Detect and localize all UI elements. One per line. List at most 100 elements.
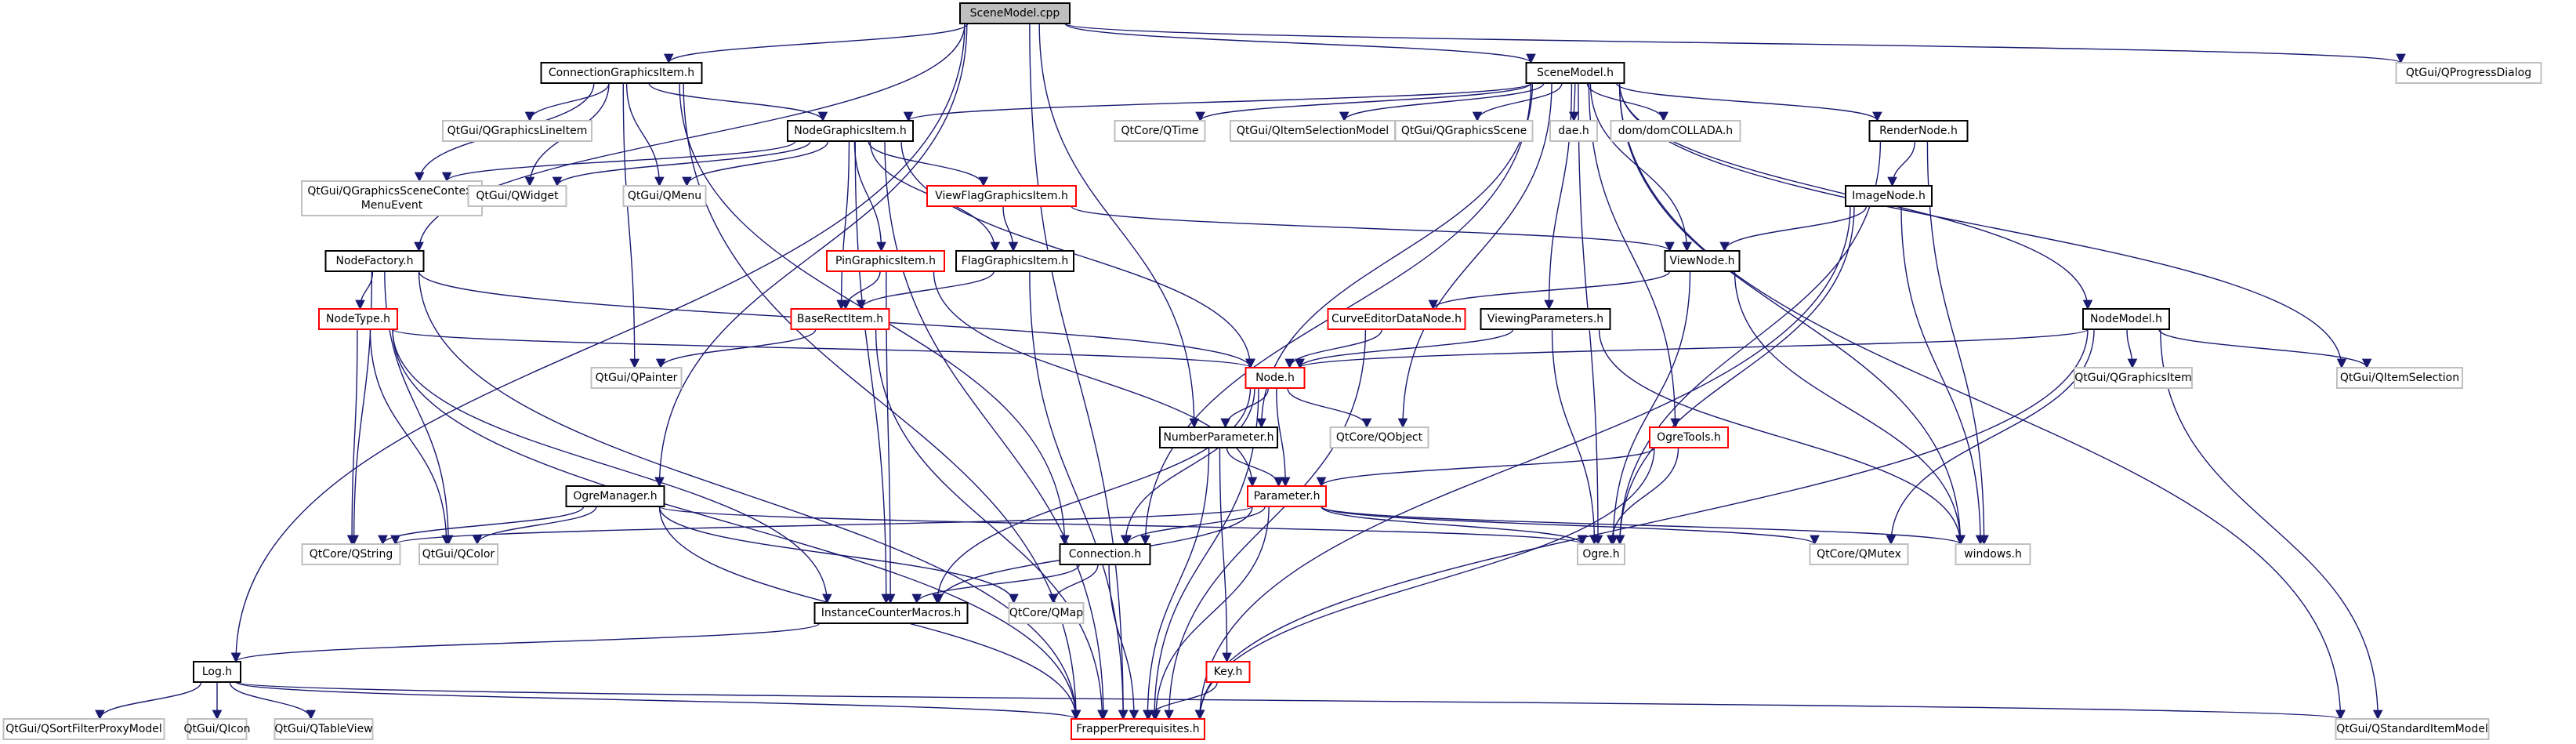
node-baserectitem-h[interactable]: BaseRectItem.h [790,308,890,330]
dependency-edge [552,140,811,187]
edge-arrow [884,140,1109,720]
node-box [1868,120,1969,142]
node-label: QtGui/QStandardItemModel [2336,723,2487,735]
dependency-edge [682,140,829,187]
node-qitemselectionmodel: QtGui/QItemSelectionModel [1230,120,1396,142]
dependency-edge [1719,205,1868,252]
edge-arrow [442,140,796,183]
node-curveeditordatanode-h[interactable]: CurveEditorDataNode.h [1327,308,1466,330]
node-label: ImageNode.h [1852,190,1926,202]
node-qgraphicslineitem: QtGui/QGraphicsLineItem [442,120,592,142]
node-label: Ogre.h [1582,548,1619,561]
node-qtableview: QtGui/QTableView [274,718,374,740]
dependency-edge [1598,328,1966,546]
node-box [1394,120,1534,142]
dependency-edge [1544,82,1573,310]
node-label: QtGui/QTableView [274,723,372,735]
node-box [2082,308,2170,330]
edge-arrow [1150,506,1270,720]
node-box [590,367,683,389]
edge-arrow [1048,564,1099,604]
node-ogretools-h[interactable]: OgreTools.h [1649,426,1729,448]
node-frapperprerequisites-h[interactable]: FrapperPrerequisites.h [1071,718,1205,740]
node-label: ConnectionGraphicsItem.h [549,67,694,79]
edge-arrow [1276,387,1291,488]
node-label: CurveEditorDataNode.h [1331,313,1462,325]
edge-arrow [1339,82,1545,122]
edge-arrow [1121,506,1266,546]
edge-arrow [1614,205,1855,546]
dependency-edge [1071,205,1675,252]
dependency-edge [1900,205,1986,546]
dependency-edge [355,270,374,310]
dependency-edge [1615,82,1882,122]
node-box [1008,602,1085,624]
node-box [2335,718,2490,740]
dependency-edge [1618,82,1966,546]
node-log-h: Log.h [193,661,241,683]
node-box [442,120,592,142]
edge-arrow [1719,205,1868,252]
node-label: QtGui/QGraphicsLineItem [447,125,588,137]
node-parameter-h[interactable]: Parameter.h [1247,485,1327,507]
node-label: SceneModel.cpp [970,7,1060,20]
node-qstring: QtCore/QString [301,543,401,565]
node-dae-h: dae.h [1549,120,1598,142]
dependency-edge [868,140,989,187]
dependency-edge [1295,328,1514,369]
edge-arrow [1887,140,1916,187]
node-pingraphicsitem-h[interactable]: PinGraphicsItem.h [826,250,945,272]
node-flaggraphicsitem-h: FlagGraphicsItem.h [955,250,1074,272]
edge-arrow [840,270,881,310]
node-key-h[interactable]: Key.h [1205,661,1251,683]
dependency-edge [1121,506,1266,546]
node-box [418,543,498,565]
edge-arrow [1397,82,1552,429]
dependency-edge [1428,270,1671,310]
edge-arrow [1614,140,1882,546]
dependency-edge [392,328,1255,369]
node-qstandarditemmodel: QtGui/QStandardItemModel [2335,718,2490,740]
node-qobject: QtCore/QObject [1329,426,1429,448]
edge-arrow [392,328,1081,720]
edge-arrow [1195,82,1532,122]
node-ogre-h: Ogre.h [1577,543,1625,565]
dependency-edge [1321,506,1966,546]
dependency-edge [1607,447,1679,546]
dependency-edge [854,140,892,604]
node-box [1525,62,1625,84]
node-box [187,718,248,740]
edge-arrow [1038,23,1200,429]
node-label: ViewNode.h [1669,255,1734,267]
node-box [1955,543,2031,565]
edge-arrow [868,140,989,187]
node-box [955,250,1074,272]
node-nodegraphicsitem-h: NodeGraphicsItem.h [787,120,914,142]
edge-arrow [1321,506,1820,546]
node-label: Parameter.h [1254,490,1321,503]
dependency-edge [1002,205,1019,252]
edge-arrow [836,140,850,310]
node-qsortfilterproxymodel: QtGui/QSortFilterProxyModel [2,718,165,740]
node-node-h[interactable]: Node.h [1245,367,1306,389]
node-nodemodel-h: NodeModel.h [2082,308,2170,330]
node-nodetype-h[interactable]: NodeType.h [318,308,398,330]
node-box [467,185,567,207]
node-box [1071,718,1205,740]
node-box [926,185,1077,207]
edge-arrow [235,681,2345,720]
edge-arrow [1071,205,1675,252]
node-box [2074,367,2193,389]
edge-arrow [875,328,1107,720]
edge-arrow [1551,328,1600,546]
edge-arrow [1607,447,1679,546]
node-connectiongraphicsitem-h: ConnectionGraphicsItem.h [540,62,703,84]
edge-arrow [1295,328,1514,369]
node-viewflaggraphicsitem-h[interactable]: ViewFlagGraphicsItem.h [926,185,1077,207]
dependency-edge [911,564,1080,604]
node-qwidget: QtGui/QWidget [467,185,567,207]
edge-arrow [1143,447,1210,720]
node-box [1230,120,1396,142]
node-qcolor: QtGui/QColor [418,543,498,565]
